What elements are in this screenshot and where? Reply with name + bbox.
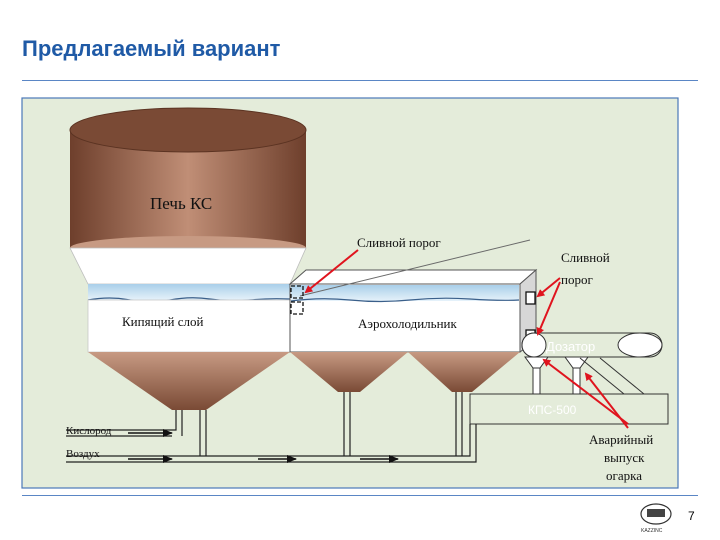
- furnace: [69, 107, 307, 410]
- callout-arrows: [304, 249, 629, 429]
- conveyor: [469, 393, 669, 425]
- page-number: 7: [688, 509, 695, 523]
- dispenser-label: Дозатор: [546, 339, 595, 354]
- overflow-threshold-left-label: Сливной порог: [357, 235, 441, 250]
- flow-arrows: [128, 429, 399, 463]
- dispenser: [521, 332, 663, 395]
- overflow-threshold-right-line2: порог: [561, 272, 593, 287]
- bottom-divider: [22, 495, 698, 496]
- air-label: Воздух: [66, 448, 100, 460]
- piping: [66, 392, 477, 463]
- kazzinc-logo: KAZZINC: [640, 503, 672, 534]
- emergency-label-line3: огарка: [606, 468, 642, 483]
- emergency-label-line2: выпуск: [604, 450, 645, 465]
- conveyor-label: КПС-500: [528, 403, 577, 417]
- overflow-threshold-right-line1: Сливной: [561, 250, 610, 265]
- overflow-weir-left: [290, 285, 304, 315]
- fluid-bed-label: Кипящий слой: [122, 314, 203, 329]
- air-cooler: [288, 239, 538, 392]
- slide-title: Предлагаемый вариант: [22, 36, 281, 61]
- emergency-label-line1: Аварийный: [589, 432, 653, 447]
- air-cooler-label: Аэрохолодильник: [358, 316, 457, 331]
- svg-text:KAZZINC: KAZZINC: [641, 528, 663, 534]
- top-divider: [22, 80, 698, 81]
- oxygen-label: Кислород: [66, 425, 112, 437]
- furnace-label: Печь КС: [150, 194, 212, 213]
